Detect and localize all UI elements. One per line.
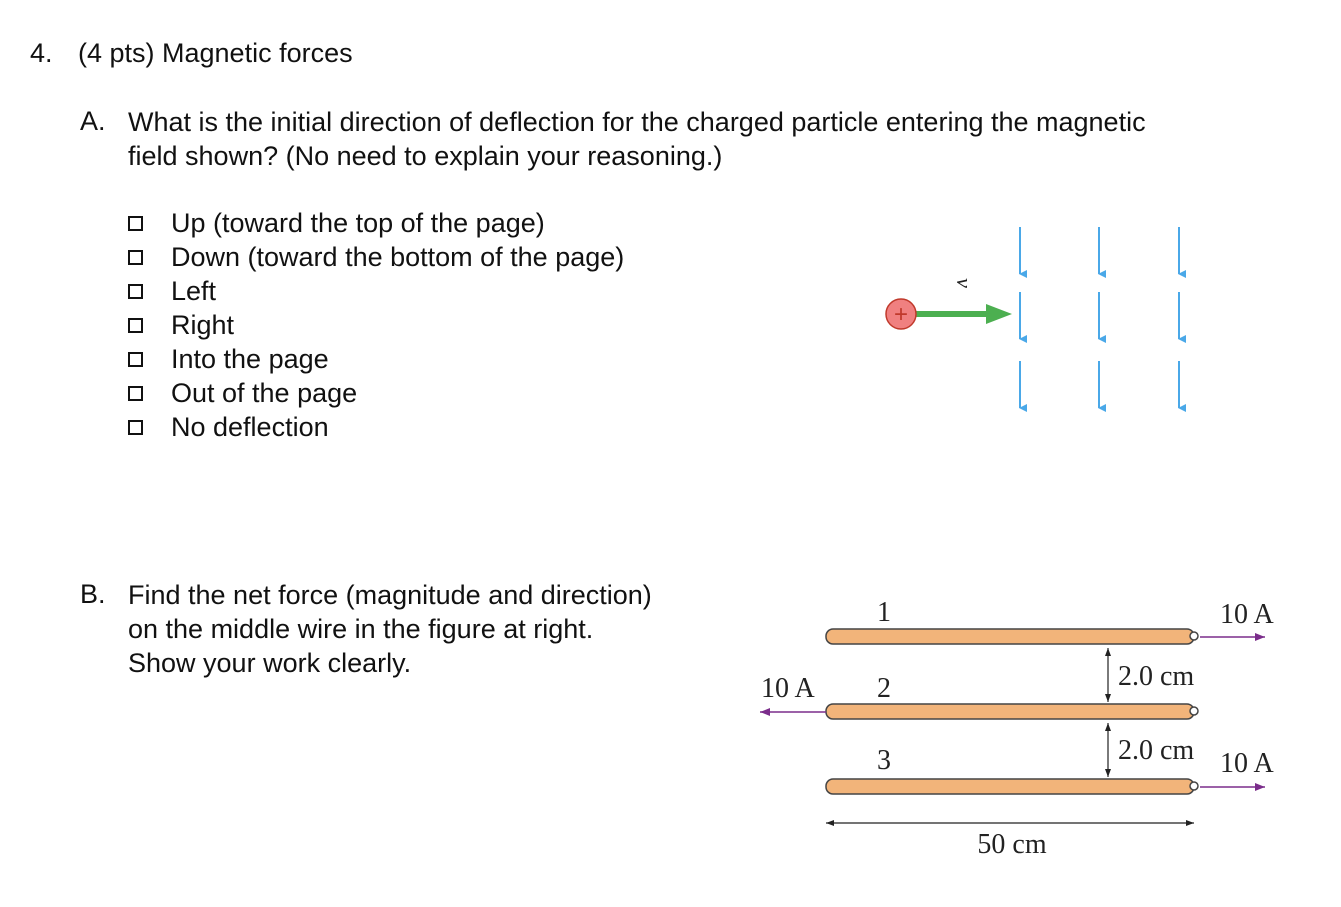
wire-1: [825, 628, 1199, 645]
option-left[interactable]: Left: [128, 274, 624, 308]
velocity-arrow: [915, 304, 1012, 324]
length-label: 50 cm: [977, 829, 1046, 860]
part-a-text-line2: field shown? (No need to explain your re…: [128, 141, 723, 171]
option-down[interactable]: Down (toward the bottom of the page): [128, 240, 624, 274]
positive-charge: +: [885, 298, 917, 330]
part-a-label: A.: [80, 106, 106, 136]
spacing-12-label: 2.0 cm: [1118, 661, 1194, 692]
current-2-label: 10 A: [761, 673, 815, 704]
option-label: No deflection: [171, 411, 329, 442]
checkbox[interactable]: [128, 351, 143, 367]
checkbox[interactable]: [128, 215, 143, 231]
question-header: 4. (4 pts) Magnetic forces: [30, 38, 353, 69]
option-out-of-page[interactable]: Out of the page: [128, 376, 624, 410]
option-label: Up (toward the top of the page): [171, 207, 545, 238]
charge-symbol: +: [894, 301, 908, 328]
checkbox[interactable]: [128, 385, 143, 401]
part-b-question: Find the net force (magnitude and direct…: [128, 578, 652, 680]
part-a-question: What is the initial direction of deflect…: [128, 105, 1146, 173]
option-label: Right: [171, 309, 235, 340]
wire-3-label: 3: [877, 745, 891, 776]
question-title: (4 pts) Magnetic forces: [78, 38, 353, 68]
option-label: Down (toward the bottom of the page): [171, 241, 625, 272]
spacing-23-label: 2.0 cm: [1118, 735, 1194, 766]
checkbox[interactable]: [128, 419, 143, 435]
part-b-text-line2: on the middle wire in the figure at righ…: [128, 614, 594, 644]
part-b-text-line1: Find the net force (magnitude and direct…: [128, 580, 652, 610]
velocity-label: v: [952, 278, 977, 288]
option-right[interactable]: Right: [128, 308, 624, 342]
checkbox[interactable]: [128, 283, 143, 299]
option-label: Out of the page: [171, 377, 358, 408]
option-label: Left: [171, 275, 217, 306]
magnetic-field-arrows: [1019, 227, 1186, 412]
option-up[interactable]: Up (toward the top of the page): [128, 206, 624, 240]
part-b-label: B.: [80, 579, 106, 609]
part-b-text-line3: Show your work clearly.: [128, 648, 412, 678]
checkbox[interactable]: [128, 317, 143, 333]
current-1-label: 10 A: [1220, 599, 1274, 630]
option-label: Into the page: [171, 343, 329, 374]
part-a-text-line1: What is the initial direction of deflect…: [128, 107, 1146, 137]
answer-options: Up (toward the top of the page) Down (to…: [128, 206, 624, 444]
option-no-deflection[interactable]: No deflection: [128, 410, 624, 444]
wire-3: [825, 778, 1199, 795]
option-into-page[interactable]: Into the page: [128, 342, 624, 376]
wire-2-label: 2: [877, 673, 891, 704]
checkbox[interactable]: [128, 249, 143, 265]
wire-2: [825, 703, 1199, 720]
wire-1-label: 1: [877, 597, 891, 628]
question-number: 4.: [30, 38, 53, 68]
current-3-label: 10 A: [1220, 748, 1274, 779]
